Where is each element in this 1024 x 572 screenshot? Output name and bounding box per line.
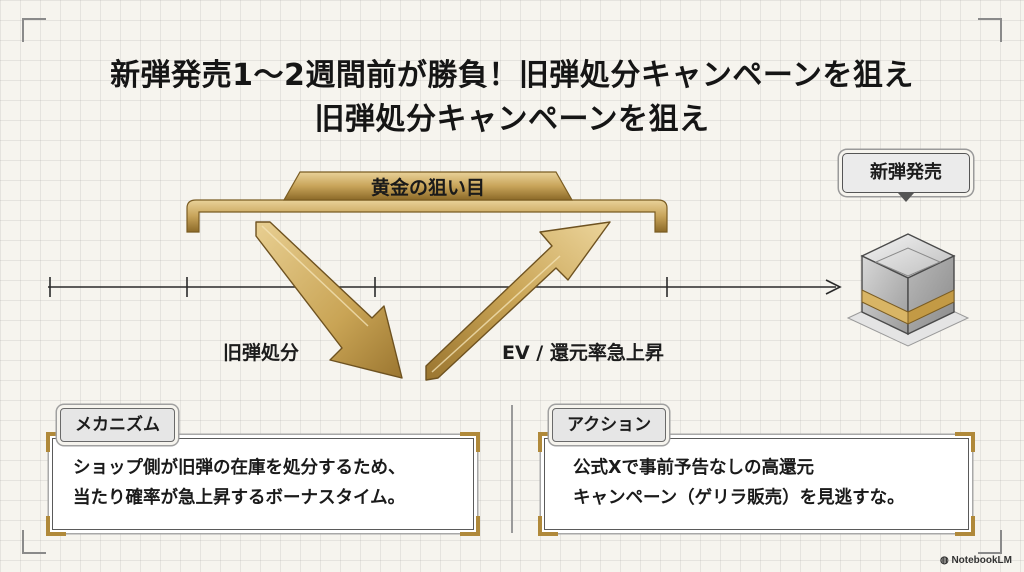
timeline-axis — [48, 277, 842, 297]
action-line: 公式Xで事前予告なしの高還元 — [573, 458, 814, 478]
frame-corner-top-right — [978, 18, 1002, 42]
box-corner-accent — [955, 516, 975, 536]
mechanism-tag: メカニズム — [60, 408, 175, 442]
release-callout: 新弾発売 — [842, 153, 970, 202]
action-text: 公式Xで事前予告なしの高還元 キャンペーン（ゲリラ販売）を見逃すな。 — [573, 453, 954, 513]
frame-corner-bottom-left — [22, 530, 46, 554]
frame-corner-bottom-right — [978, 530, 1002, 554]
box-corner-accent — [460, 432, 480, 452]
frame-corner-top-left — [22, 18, 46, 42]
mechanism-line: ショップ側が旧弾の在庫を処分するため、 — [73, 458, 406, 478]
box-corner-accent — [955, 432, 975, 452]
section-divider — [511, 405, 513, 533]
box-corner-accent — [538, 516, 558, 536]
action-tag: アクション — [552, 408, 667, 442]
box-corner-accent — [460, 516, 480, 536]
mechanism-box: ショップ側が旧弾の在庫を処分するため、 当たり確率が急上昇するボーナスタイム。 — [46, 432, 480, 536]
action-line: キャンペーン（ゲリラ販売）を見逃すな。 — [573, 488, 905, 508]
page-subtitle: 旧弾処分キャンペーンを狙え — [314, 102, 710, 137]
up-arrow-label: EV / 還元率急上昇 — [502, 342, 664, 364]
down-arrow-label: 旧弾処分 — [223, 342, 300, 364]
action-box: 公式Xで事前予告なしの高還元 キャンペーン（ゲリラ販売）を見逃すな。 — [538, 432, 975, 536]
box-corner-accent — [46, 516, 66, 536]
up-arrow — [425, 221, 611, 381]
release-label: 新弾発売 — [870, 162, 942, 183]
box-corner-accent — [538, 432, 558, 452]
page-title: 新弾発売1～2週間前が勝負！旧弾処分キャンペーンを狙え — [110, 58, 914, 93]
watermark-text: NotebookLM — [951, 555, 1012, 566]
watermark: ◍ NotebookLM — [940, 555, 1012, 566]
golden-window-label: 黄金の狙い目 — [370, 177, 485, 199]
mechanism-line: 当たり確率が急上昇するボーナスタイム。 — [73, 488, 406, 508]
mechanism-text: ショップ側が旧弾の在庫を処分するため、 当たり確率が急上昇するボーナスタイム。 — [73, 453, 459, 513]
booster-box-icon — [846, 233, 970, 347]
notebook-icon: ◍ — [939, 555, 949, 566]
down-arrow — [255, 221, 403, 379]
golden-window-bracket — [186, 171, 668, 233]
box-corner-accent — [46, 432, 66, 452]
